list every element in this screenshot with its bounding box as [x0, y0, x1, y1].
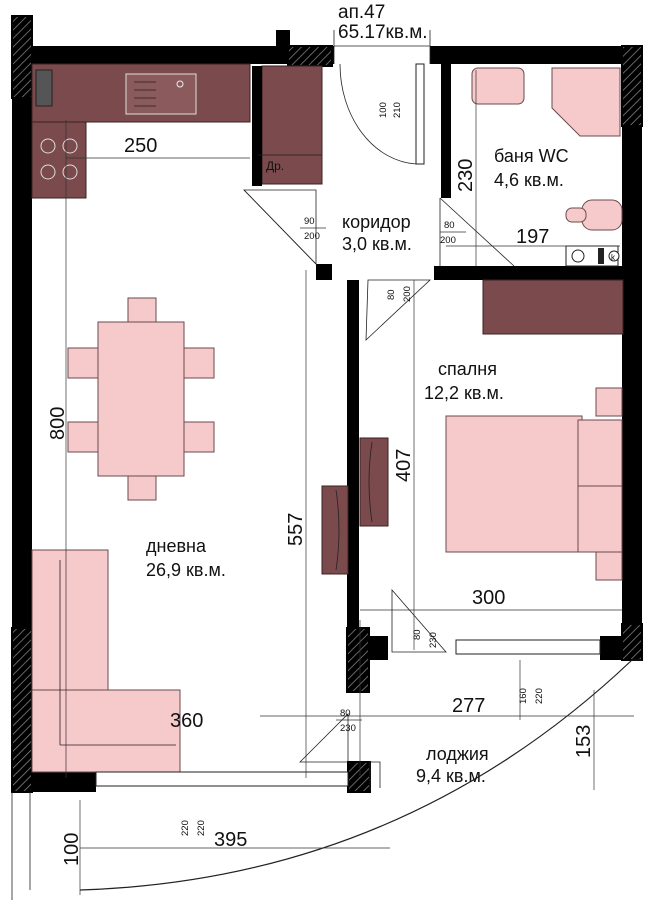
- entry-door-height: 210: [392, 102, 403, 118]
- wardrobe: [482, 279, 624, 335]
- dim-bedroom-height: 407: [393, 449, 415, 482]
- dim-loggia-width: 277: [452, 695, 485, 717]
- bathroom-fixtures: k: [471, 67, 623, 267]
- dining-table: [67, 297, 215, 501]
- bedroom-area: 12,2 кв.м.: [424, 383, 504, 403]
- entry-door: [333, 30, 431, 165]
- corridor-doors: [243, 189, 432, 341]
- window-bedroom-width: 160: [518, 688, 529, 704]
- walls: [12, 30, 642, 792]
- window-living-width: 220: [180, 820, 191, 836]
- door-bedroom-balcony-width: 80: [412, 629, 423, 640]
- bedroom-name: спалня: [438, 359, 497, 379]
- dim-bottom-total: 395: [214, 829, 247, 851]
- door-living-height: 200: [304, 231, 320, 242]
- dimension-lines: [65, 70, 634, 895]
- dim-kitchen-width: 250: [124, 135, 157, 157]
- window-bedroom-height: 220: [534, 688, 545, 704]
- stove-icon: [40, 138, 78, 180]
- kitchen: Др.: [31, 63, 323, 199]
- dim-bath-height: 230: [455, 159, 477, 192]
- corridor-name: коридор: [342, 212, 411, 232]
- door-living-balcony-width: 80: [340, 708, 351, 719]
- loggia-outline: [11, 639, 642, 900]
- living-tv-unit: [321, 485, 349, 575]
- bedroom-tv-unit: [359, 437, 389, 527]
- corridor-area: 3,0 кв.м.: [342, 234, 412, 254]
- dim-bedroom-width: 300: [472, 587, 505, 609]
- loggia-area: 9,4 кв.м.: [416, 766, 486, 786]
- dim-living-bottom: 360: [170, 710, 203, 732]
- pantry-label: Др.: [266, 159, 284, 173]
- door-bedroom-balcony-height: 230: [428, 632, 439, 648]
- bath-area: 4,6 кв.м.: [494, 170, 564, 190]
- apartment-area: 65.17кв.м.: [338, 22, 428, 43]
- dim-bath-width: 197: [516, 226, 549, 248]
- window-living-height: 220: [196, 820, 207, 836]
- living-area: 26,9 кв.м.: [146, 560, 226, 580]
- boiler-label: k: [611, 253, 616, 262]
- door-living-width: 90: [304, 216, 315, 227]
- entry-door-width: 100: [378, 102, 389, 118]
- living-name: дневна: [146, 536, 207, 556]
- bed: [445, 387, 623, 581]
- apartment-number: ап.47: [338, 2, 385, 23]
- hatched-corners: [11, 15, 643, 793]
- dim-living-height: 800: [47, 407, 69, 440]
- bath-name: баня WC: [494, 146, 569, 166]
- door-living-balcony-height: 230: [340, 723, 356, 734]
- door-bedroom-width: 80: [386, 289, 397, 300]
- sink-drainer: [134, 80, 184, 107]
- sofa: [31, 549, 181, 773]
- loggia-name: лоджия: [426, 744, 489, 764]
- dim-loggia-depth: 100: [61, 833, 83, 866]
- door-bath-width: 80: [444, 220, 455, 231]
- boiler-icon: [608, 250, 620, 262]
- door-bedroom-height: 200: [402, 286, 413, 302]
- dim-living-depth: 557: [285, 513, 307, 546]
- door-bath-height: 200: [440, 235, 456, 246]
- dim-loggia-right: 153: [573, 725, 595, 758]
